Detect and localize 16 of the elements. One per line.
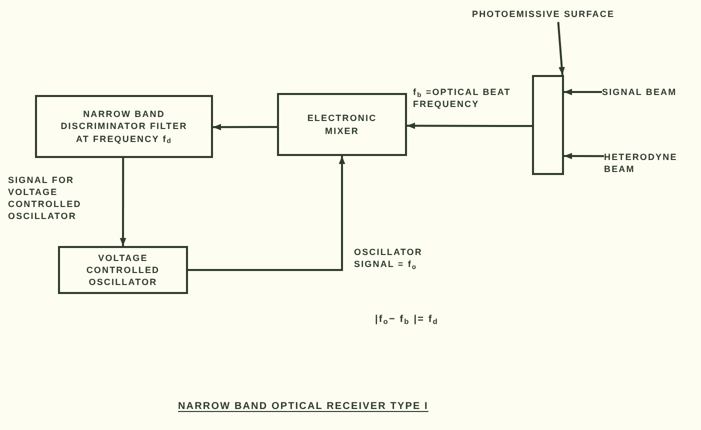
arrow (213, 124, 277, 130)
leader-arrow (557, 22, 565, 76)
beam-label: HETERODYNE BEAM (604, 148, 698, 178)
arrow (407, 122, 532, 129)
arrow (120, 158, 126, 246)
beam-label: SIGNAL BEAM (602, 85, 694, 99)
mixer-box: ELECTRONIC MIXER (277, 93, 407, 156)
arrow (564, 152, 604, 160)
caption: NARROW BAND OPTICAL RECEIVER TYPE I (178, 400, 428, 414)
arrow (188, 156, 346, 271)
oscillator-box: VOLTAGE CONTROLLED OSCILLATOR (58, 246, 188, 294)
photoemissive-surface-box (532, 75, 564, 175)
frequency-equation: |f$_{o}$− f$_{b}$ |= f$_{d}$ (375, 313, 438, 326)
surface-label: PHOTOEMISSIVE SURFACE (472, 6, 668, 22)
filter-box: NARROW BAND DISCRIMINATOR FILTER AT FREQUENCY f$_{d}$ (35, 95, 213, 158)
arrow (564, 88, 602, 96)
